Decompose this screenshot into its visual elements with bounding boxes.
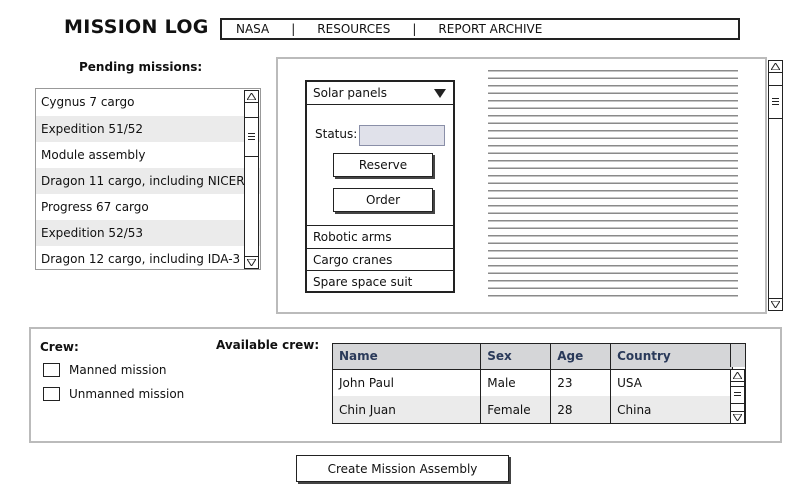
pending-missions-list[interactable]: Cygnus 7 cargo Expedition 51/52 Module a… [35, 88, 261, 270]
top-nav: NASA | RESOURCES | REPORT ARCHIVE [220, 18, 740, 40]
table-cell: USA [610, 369, 733, 396]
available-crew-label: Available crew: [216, 338, 320, 352]
accordion-item-cargo-cranes[interactable]: Cargo cranes [307, 247, 453, 271]
table-cell: 23 [550, 369, 612, 396]
unmanned-mission-checkbox[interactable] [43, 387, 60, 401]
status-input[interactable] [359, 125, 445, 146]
available-crew-table: Name Sex Age Country John Paul Male 23 U… [332, 343, 746, 424]
table-cell: Female [480, 396, 552, 423]
column-header-country[interactable]: Country [610, 344, 733, 370]
table-row[interactable]: Chin Juan Female 28 China [333, 396, 733, 423]
list-item[interactable]: Dragon 12 cargo, including IDA-3 [41, 252, 241, 266]
triangle-up-icon [247, 93, 256, 100]
table-cell: 28 [550, 396, 612, 423]
column-header-age[interactable]: Age [550, 344, 612, 370]
table-cell: China [610, 396, 733, 423]
manned-mission-checkbox[interactable] [43, 363, 60, 377]
accordion-item-robotic-arms[interactable]: Robotic arms [307, 225, 453, 248]
table-cell: Chin Juan [333, 396, 482, 423]
accordion-item-spare-space-suit[interactable]: Spare space suit [307, 270, 453, 293]
text-placeholder-lines [488, 70, 738, 298]
scroll-up-button[interactable] [731, 370, 744, 382]
accordion-header-solar-panels[interactable]: Solar panels [307, 82, 453, 105]
nav-item-resources[interactable]: RESOURCES [317, 22, 391, 36]
scroll-thumb[interactable] [769, 85, 782, 119]
column-header-name[interactable]: Name [333, 344, 482, 370]
manned-mission-label: Manned mission [69, 363, 167, 377]
table-cell: John Paul [333, 369, 482, 396]
list-item[interactable]: Expedition 51/52 [36, 116, 260, 142]
scroll-thumb[interactable] [731, 386, 744, 404]
nav-separator: | [412, 22, 417, 36]
manned-mission-option[interactable]: Manned mission [43, 363, 167, 377]
accordion-body: Status: Reserve Order [307, 105, 453, 225]
grip-icon [734, 392, 741, 398]
scroll-up-button[interactable] [769, 61, 782, 73]
nav-separator: | [291, 22, 296, 36]
pending-missions-title: Pending missions: [79, 60, 203, 74]
list-item[interactable]: Expedition 52/53 [36, 220, 260, 246]
reserve-button[interactable]: Reserve [333, 153, 433, 177]
column-header-sex[interactable]: Sex [480, 344, 552, 370]
scroll-up-button[interactable] [245, 91, 258, 103]
table-cell: Male [480, 369, 552, 396]
list-item[interactable]: Progress 67 cargo [41, 200, 149, 214]
unmanned-mission-option[interactable]: Unmanned mission [43, 387, 184, 401]
grip-icon [772, 98, 779, 106]
accordion-header-label: Solar panels [313, 86, 387, 100]
crew-label: Crew: [40, 340, 79, 354]
list-item[interactable]: Dragon 11 cargo, including NICER [36, 168, 260, 194]
unmanned-mission-label: Unmanned mission [69, 387, 185, 401]
pending-list-scrollbar[interactable] [244, 90, 259, 269]
list-item[interactable]: Module assembly [41, 148, 146, 162]
triangle-down-icon [247, 259, 256, 266]
resources-scrollbar[interactable] [768, 60, 783, 311]
triangle-up-icon [771, 63, 780, 70]
triangle-down-icon [733, 414, 742, 421]
scroll-down-button[interactable] [731, 411, 744, 423]
table-header-row: Name Sex Age Country [333, 344, 733, 370]
grip-icon [248, 133, 255, 141]
scroll-down-button[interactable] [769, 298, 782, 310]
nav-item-nasa[interactable]: NASA [236, 22, 270, 36]
create-mission-assembly-button[interactable]: Create Mission Assembly [296, 455, 509, 482]
triangle-down-icon [771, 301, 780, 308]
table-header-corner [730, 344, 745, 367]
scroll-thumb[interactable] [245, 117, 258, 157]
crew-table-scrollbar[interactable] [730, 369, 745, 423]
order-button[interactable]: Order [333, 188, 433, 212]
table-row[interactable]: John Paul Male 23 USA [333, 369, 733, 396]
triangle-down-icon [434, 88, 446, 98]
list-item[interactable]: Cygnus 7 cargo [41, 95, 135, 109]
triangle-up-icon [733, 372, 742, 379]
status-label: Status: [315, 127, 358, 141]
nav-item-report-archive[interactable]: REPORT ARCHIVE [438, 22, 543, 36]
app-title: MISSION LOG [64, 16, 209, 38]
scroll-down-button[interactable] [245, 256, 258, 268]
resources-accordion: Solar panels Status: Reserve Order Robot… [305, 80, 455, 293]
